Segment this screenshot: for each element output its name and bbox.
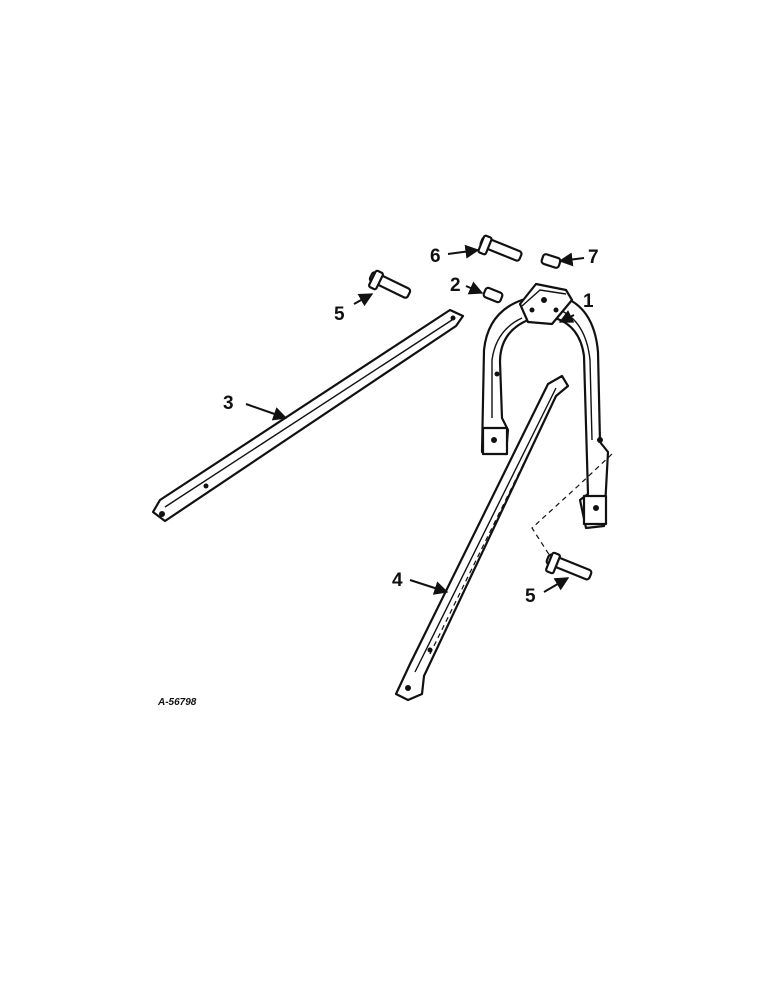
pin-7 [540, 253, 562, 269]
callout-3: 3 [223, 393, 234, 414]
pin-6 [477, 234, 523, 262]
callout-2: 2 [450, 275, 461, 296]
figure-id: A-56798 [157, 697, 197, 708]
callout-arrows [245, 244, 585, 595]
callout-7: 7 [588, 247, 599, 268]
bolt-5-upper [368, 269, 412, 299]
bolt-2 [482, 286, 504, 304]
bolt-5-lower [545, 551, 593, 581]
callout-6: 6 [430, 246, 441, 267]
brace-bar-4 [394, 374, 570, 702]
callout-4: 4 [392, 570, 403, 591]
callout-5-lower: 5 [525, 586, 536, 607]
callout-1: 1 [583, 291, 594, 312]
brace-bar-3 [151, 308, 465, 523]
callout-5-upper: 5 [334, 304, 345, 325]
